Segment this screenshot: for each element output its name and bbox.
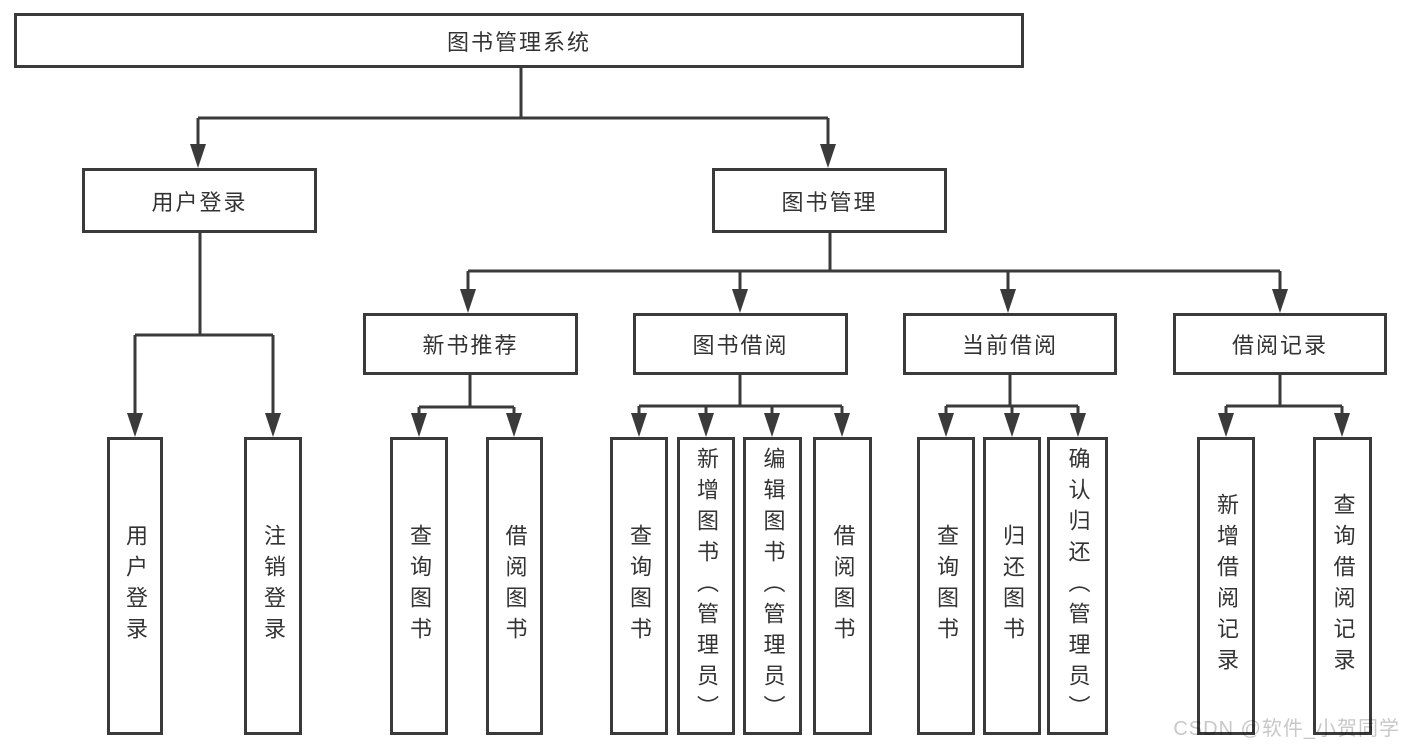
connector-new-book-recommend [417, 375, 516, 419]
node-label-leaf-query-book-1: 查询图书 [407, 524, 432, 648]
node-leaf-edit-book-admin: 编辑图书（管理员） [743, 437, 802, 735]
node-leaf-query-book-2: 查询图书 [610, 437, 668, 735]
node-leaf-query-book-1: 查询图书 [390, 437, 448, 735]
connector-root-system [196, 68, 830, 150]
arrowhead-icon [411, 413, 427, 437]
arrowhead-icon [938, 413, 954, 437]
arrowhead-icon [190, 144, 206, 168]
node-label-leaf-query-book-3: 查询图书 [934, 524, 959, 648]
arrowhead-icon [1218, 413, 1234, 437]
node-borrowing-records: 借阅记录 [1173, 313, 1387, 375]
node-leaf-query-borrow-record: 查询借阅记录 [1313, 437, 1372, 735]
node-leaf-add-borrow-record: 新增借阅记录 [1197, 437, 1255, 735]
connector-current-borrowing [944, 375, 1080, 419]
arrowhead-icon [1070, 413, 1086, 437]
arrowhead-icon [631, 413, 647, 437]
arrowhead-icon [1004, 413, 1020, 437]
node-label-new-book-recommend: 新书推荐 [422, 333, 519, 358]
node-leaf-add-book-admin: 新增图书（管理员） [677, 437, 735, 735]
node-label-user-login-branch: 用户登录 [151, 189, 248, 215]
connector-book-management [466, 233, 1282, 295]
node-leaf-logout: 注销登录 [244, 437, 302, 735]
connector-borrowing-records [1224, 375, 1344, 419]
arrowhead-icon [698, 413, 714, 437]
arrowhead-icon [265, 413, 281, 437]
node-leaf-user-login: 用户登录 [107, 437, 163, 735]
node-root-system: 图书管理系统 [14, 13, 1024, 68]
arrowhead-icon [1272, 289, 1288, 313]
arrowhead-icon [834, 413, 850, 437]
node-label-leaf-query-borrow-record: 查询借阅记录 [1330, 493, 1356, 679]
node-label-root-system: 图书管理系统 [446, 29, 591, 55]
node-leaf-confirm-return-admin: 确认归还（管理员） [1047, 437, 1108, 735]
node-current-borrowing: 当前借阅 [903, 313, 1117, 375]
node-label-leaf-add-book-admin: 新增图书（管理员） [694, 446, 719, 726]
node-label-leaf-logout: 注销登录 [261, 524, 286, 648]
node-leaf-borrow-book-1: 借阅图书 [486, 437, 543, 735]
arrowhead-icon [460, 289, 476, 313]
arrowhead-icon [506, 413, 522, 437]
node-user-login-branch: 用户登录 [82, 168, 317, 233]
node-label-book-borrowing: 图书借阅 [692, 333, 789, 358]
node-book-borrowing: 图书借阅 [633, 313, 848, 375]
node-label-leaf-add-borrow-record: 新增借阅记录 [1214, 493, 1239, 679]
node-leaf-query-book-3: 查询图书 [917, 437, 975, 735]
node-label-leaf-query-book-2: 查询图书 [627, 524, 652, 648]
node-label-leaf-confirm-return-admin: 确认归还（管理员） [1065, 446, 1091, 726]
node-label-borrowing-records: 借阅记录 [1231, 333, 1328, 358]
node-label-leaf-return-book: 归还图书 [1000, 524, 1025, 648]
node-label-current-borrowing: 当前借阅 [961, 333, 1058, 358]
arrowhead-icon [1000, 289, 1016, 313]
node-book-management: 图书管理 [712, 168, 947, 233]
arrowhead-icon [732, 289, 748, 313]
node-label-leaf-edit-book-admin: 编辑图书（管理员） [760, 446, 786, 726]
node-leaf-return-book: 归还图书 [983, 437, 1041, 735]
node-label-leaf-user-login: 用户登录 [123, 524, 148, 648]
arrowhead-icon [1334, 413, 1350, 437]
arrowhead-icon [764, 413, 780, 437]
connector-book-borrowing [637, 375, 844, 419]
node-leaf-borrow-book-2: 借阅图书 [813, 437, 872, 735]
node-new-book-recommend: 新书推荐 [363, 313, 578, 375]
node-label-book-management: 图书管理 [781, 189, 878, 215]
arrowhead-icon [127, 413, 143, 437]
node-label-leaf-borrow-book-1: 借阅图书 [502, 524, 528, 648]
node-label-leaf-borrow-book-2: 借阅图书 [830, 524, 856, 648]
connector-user-login-branch [133, 233, 275, 419]
arrowhead-icon [820, 144, 836, 168]
